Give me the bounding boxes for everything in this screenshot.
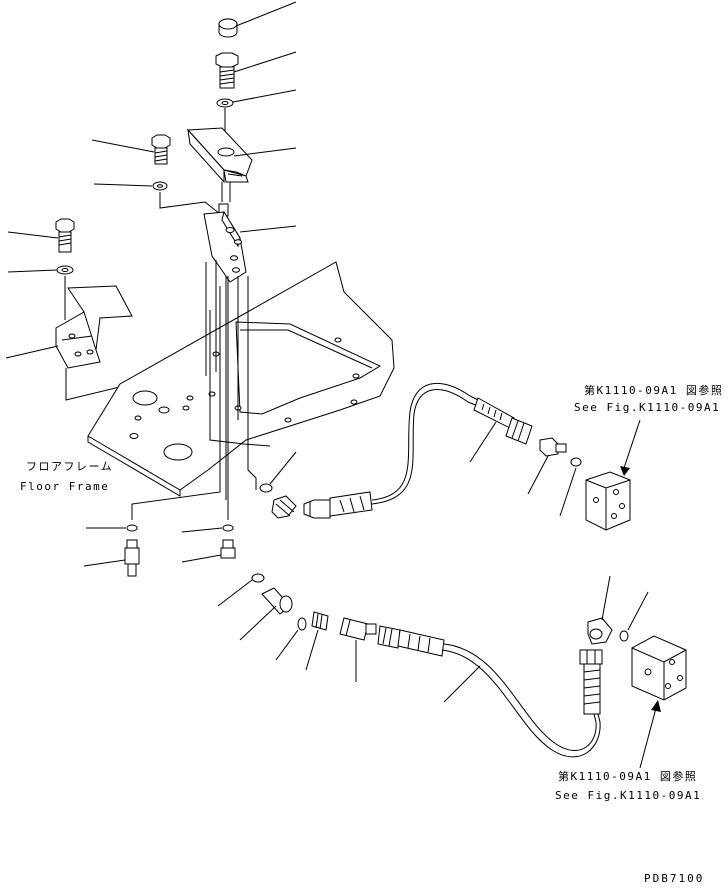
leader-line: [559, 467, 577, 517]
hose-part: [397, 629, 601, 758]
leader-line: [627, 591, 649, 631]
arrow-pointer: [623, 419, 641, 469]
leader-line: [269, 451, 297, 485]
washer-part: [216, 98, 234, 108]
leader-line: [235, 1, 297, 27]
o-ring-part: [251, 573, 265, 583]
reference-label-upper-en: See Fig.K1110-09A1: [574, 401, 721, 414]
leader-line: [7, 231, 59, 239]
cap-part: [218, 18, 238, 38]
hose-fitting-part: [377, 625, 401, 649]
valve-block-part: [631, 635, 687, 701]
hinge-bracket-part: [55, 285, 133, 369]
reference-label-lower-en: See Fig.K1110-09A1: [555, 789, 702, 802]
bolt-part: [151, 134, 171, 165]
o-ring-part: [619, 630, 629, 642]
leader-line: [469, 421, 497, 463]
elbow-fitting-part: [271, 495, 297, 519]
leader-line: [217, 579, 253, 607]
leader-line: [239, 225, 297, 233]
hose-fitting-part: [303, 499, 331, 519]
leader-line: [181, 554, 222, 563]
arrow-pointer: [639, 707, 657, 769]
leader-line: [239, 605, 277, 641]
floor-frame-label-jp: フロアフレーム: [26, 460, 114, 473]
washer-part: [56, 265, 74, 275]
leader-line: [305, 629, 319, 671]
o-ring-part: [126, 524, 138, 532]
o-ring-part: [570, 457, 582, 467]
leader-line: [232, 89, 297, 103]
upper-bracket-part: [186, 127, 253, 184]
washer-part: [152, 181, 168, 191]
mounting-bracket-part: [203, 203, 247, 283]
floor-frame-label-en: Floor Frame: [20, 480, 110, 493]
bolt-part: [55, 218, 75, 253]
connector-part: [220, 539, 236, 559]
leader-line: [233, 147, 297, 157]
o-ring-part: [297, 617, 307, 631]
leader-line: [233, 51, 297, 73]
drawing-code: PDB7100: [644, 872, 705, 885]
leader-line: [275, 629, 299, 661]
hose-part: [329, 382, 479, 517]
leader-line: [181, 527, 223, 533]
bolt-part: [215, 52, 239, 89]
floor-frame-plate: [87, 261, 395, 497]
hose-end-part: [579, 649, 603, 715]
elbow-fitting-part: [587, 617, 613, 645]
adapter-part: [539, 437, 567, 457]
connector-part: [339, 617, 377, 641]
reference-label-lower-jp: 第K1110-09A1 図参照: [558, 770, 698, 783]
adapter-part: [311, 611, 329, 631]
leader-line: [93, 183, 153, 187]
elbow-fitting-part: [124, 539, 140, 577]
leader-line: [5, 345, 59, 359]
elbow-fitting-part: [261, 587, 293, 615]
leader-line: [7, 269, 58, 273]
leader-line: [601, 575, 611, 621]
leader-line: [91, 139, 155, 153]
leader-line: [527, 455, 549, 495]
o-ring-part: [259, 483, 273, 493]
leader-line: [83, 559, 126, 567]
leader-line: [443, 665, 481, 703]
reference-label-upper-jp: 第K1110-09A1 図参照: [584, 384, 724, 397]
valve-block-part: [585, 471, 631, 531]
o-ring-part: [222, 524, 234, 532]
hose-end-part: [473, 397, 533, 445]
